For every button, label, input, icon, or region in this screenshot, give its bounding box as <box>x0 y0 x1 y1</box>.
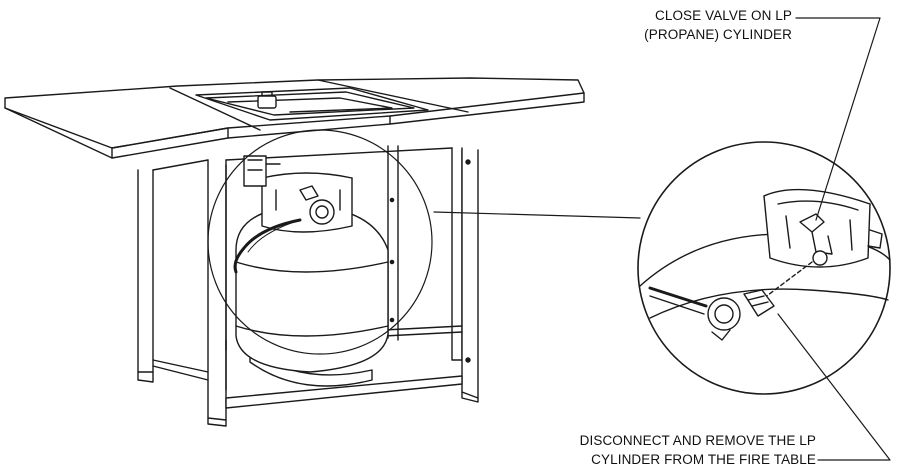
disconnect-callout: DISCONNECT AND REMOVE THE LP CYLINDER FR… <box>580 431 816 469</box>
zoomed-valve-detail <box>637 141 891 395</box>
detail-magnifier-circle <box>207 129 433 355</box>
disconnect-leader <box>777 313 891 461</box>
propane-cylinder <box>233 155 389 387</box>
close-valve-callout-line2: (PROPANE) CYLINDER <box>644 27 792 42</box>
close-valve-callout: CLOSE VALVE ON LP (PROPANE) CYLINDER <box>644 6 792 44</box>
disconnect-callout-line1: DISCONNECT AND REMOVE THE LP <box>579 433 816 448</box>
close-valve-leader <box>795 17 881 221</box>
disconnect-callout-line2: CYLINDER FROM THE FIRE TABLE <box>591 452 816 467</box>
detail-connector-line <box>433 211 641 219</box>
fire-table <box>4 77 585 427</box>
close-valve-callout-line1: CLOSE VALVE ON LP <box>654 8 792 23</box>
